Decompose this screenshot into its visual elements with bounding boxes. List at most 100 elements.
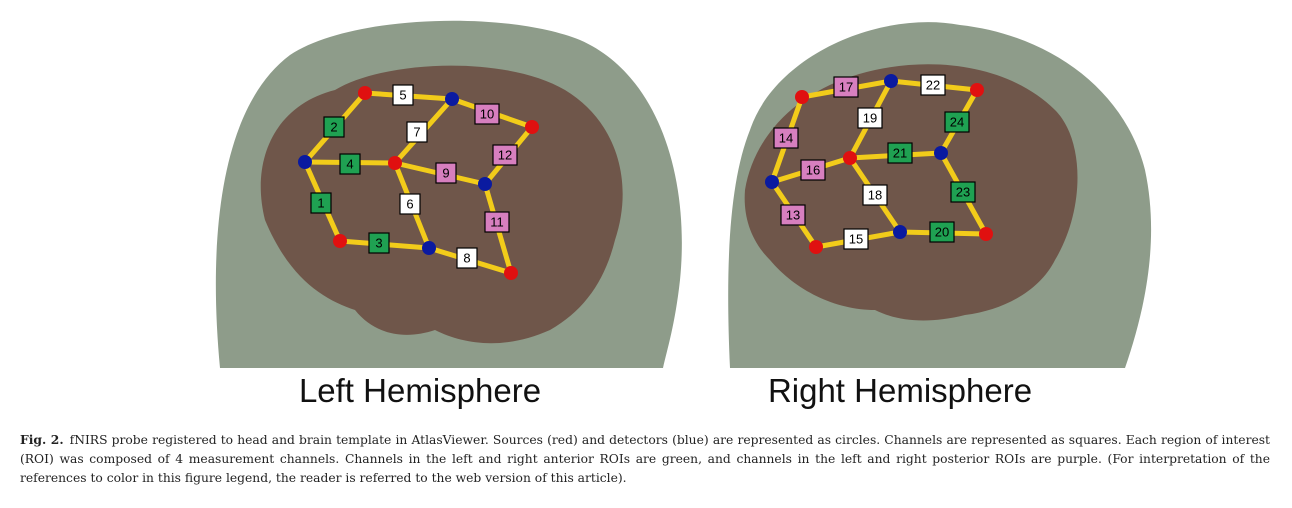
channel-square [944,111,970,133]
channel-21: 21 [887,142,913,164]
channel-1: 1 [310,192,332,214]
left-hemisphere-label: Left Hemisphere [298,372,542,409]
channel-18: 18 [862,184,888,206]
channel-number: 17 [839,80,853,95]
channel-square [368,232,390,254]
channel-number: 24 [950,115,964,130]
figure-number: Fig. 2. [20,432,64,447]
channel-number: 5 [399,88,406,103]
source-optode [970,83,984,97]
channel-number: 19 [863,111,877,126]
channel-13: 13 [780,204,806,226]
channel-number: 11 [490,215,504,230]
channel-square [484,211,510,233]
channel-square [339,153,361,175]
source-optode [504,266,518,280]
channel-square [435,162,457,184]
channel-square [929,221,955,243]
detector-optode [298,155,312,169]
channel-square [800,159,826,181]
channel-number: 16 [806,163,820,178]
channel-square [950,181,976,203]
caption-text: fNIRS probe registered to head and brain… [20,433,1270,485]
channel-3: 3 [368,232,390,254]
channel-square [406,121,428,143]
channel-number: 4 [346,157,353,172]
channel-square [887,142,913,164]
channel-number: 10 [480,107,494,122]
channel-number: 15 [849,232,863,247]
detector-optode [893,225,907,239]
channel-number: 3 [375,236,382,251]
channel-number: 6 [406,197,413,212]
detector-optode [478,177,492,191]
channel-square [843,228,869,250]
detector-optode [884,74,898,88]
source-optode [843,151,857,165]
figure-caption: Fig. 2.fNIRS probe registered to head an… [20,430,1270,488]
source-optode [525,120,539,134]
channel-square [310,192,332,214]
source-optode [979,227,993,241]
channel-square [323,116,345,138]
channel-number: 22 [926,78,940,93]
channel-number: 8 [463,251,470,266]
channel-20: 20 [929,221,955,243]
channel-11: 11 [484,211,510,233]
source-optode [358,86,372,100]
right-hemisphere-label: Right Hemisphere [767,372,1033,409]
channel-square [456,247,478,269]
channel-2: 2 [323,116,345,138]
channel-number: 13 [786,208,800,223]
detector-optode [765,175,779,189]
channel-5: 5 [392,84,414,106]
right-hemisphere-panel: 13 14 15 16 17 18 19 20 21 22 23 24 [705,10,1205,370]
detector-optode [934,146,948,160]
right-hemisphere-figure: 13 14 15 16 17 18 19 20 21 22 23 24 [728,22,1152,368]
brain-shape [260,65,623,344]
channel-number: 12 [498,148,512,163]
channel-7: 7 [406,121,428,143]
channel-number: 7 [413,125,420,140]
channel-23: 23 [950,181,976,203]
channel-16: 16 [800,159,826,181]
detector-optode [445,92,459,106]
channel-square [773,127,799,149]
channel-6: 6 [399,193,421,215]
channel-number: 9 [442,166,449,181]
channel-square [399,193,421,215]
source-optode [795,90,809,104]
brain-shape [744,64,1078,321]
channel-square [833,76,859,98]
channel-number: 21 [893,146,907,161]
channel-square [474,103,500,125]
channel-square [392,84,414,106]
detector-optode [422,241,436,255]
source-optode [388,156,402,170]
channel-4: 4 [339,153,361,175]
channel-17: 17 [833,76,859,98]
channel-15: 15 [843,228,869,250]
channel-19: 19 [857,107,883,129]
channel-12: 12 [492,144,518,166]
source-optode [333,234,347,248]
channel-square [780,204,806,226]
channel-square [862,184,888,206]
channel-8: 8 [456,247,478,269]
channel-9: 9 [435,162,457,184]
source-optode [809,240,823,254]
channel-10: 10 [474,103,500,125]
channel-number: 1 [317,196,324,211]
channel-14: 14 [773,127,799,149]
channel-24: 24 [944,111,970,133]
channel-square [920,74,946,96]
channel-square [492,144,518,166]
channel-number: 20 [935,225,949,240]
channel-number: 23 [956,185,970,200]
channel-number: 14 [779,131,793,146]
channel-number: 2 [330,120,337,135]
channel-square [857,107,883,129]
channel-22: 22 [920,74,946,96]
